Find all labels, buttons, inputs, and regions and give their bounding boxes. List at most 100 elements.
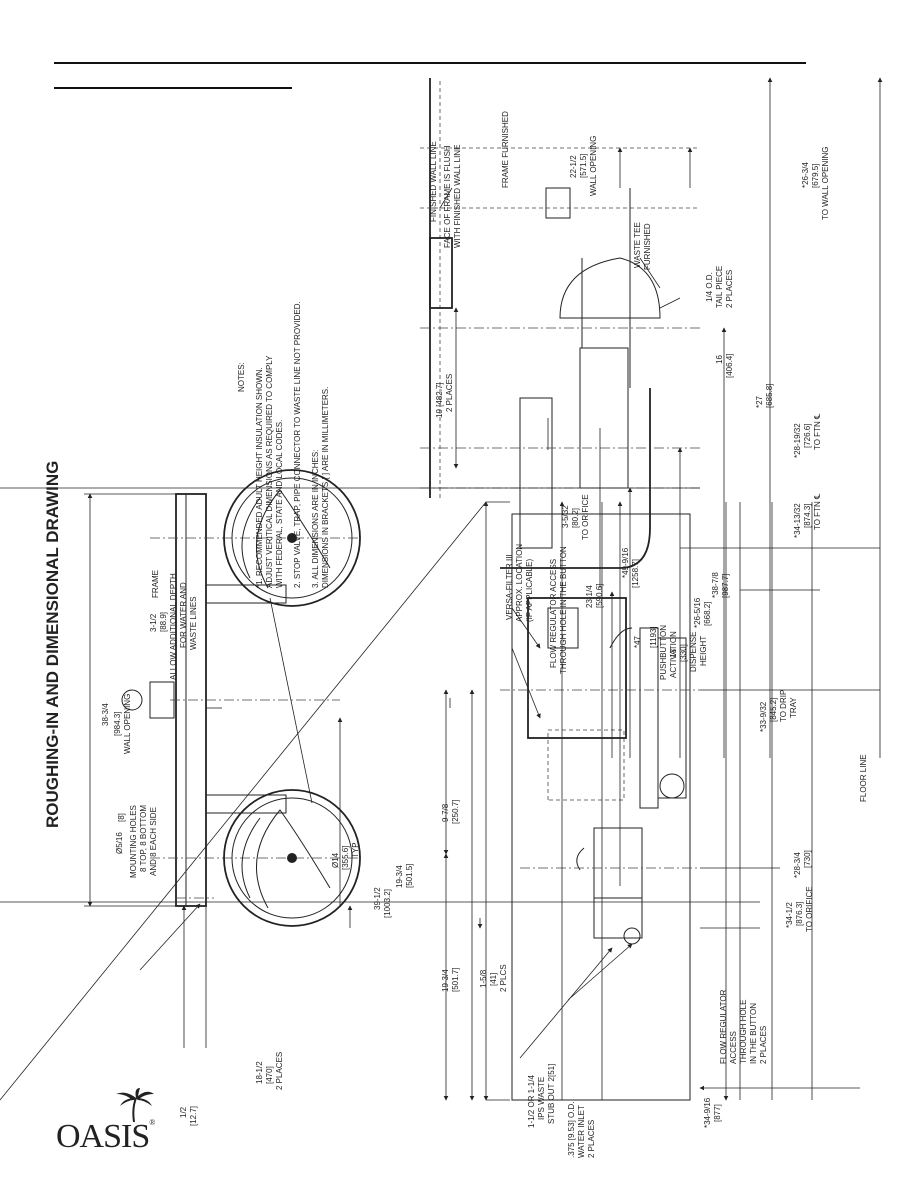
frame-furnished: FRAME FURNISHED bbox=[501, 111, 510, 188]
d19a-val: 19-3/4 bbox=[395, 865, 404, 888]
frame-label: FRAME bbox=[151, 570, 160, 598]
wall-opening-label: 38-3/4 bbox=[101, 703, 110, 726]
d26-val: *26-5/16 bbox=[693, 597, 702, 628]
waste-tee-1: WASTE TEE bbox=[633, 222, 642, 268]
d33-drip: TO DRIP bbox=[779, 690, 788, 722]
d33-val: *33-9/32 bbox=[759, 701, 768, 732]
d16-mm: [406.4] bbox=[725, 354, 734, 378]
frame-depth-mm: [88.9] bbox=[159, 612, 168, 632]
mounting-holes-2: 8 TOP, 8 BOTTOM bbox=[139, 805, 148, 872]
d16-val: 16 bbox=[715, 355, 724, 364]
inlet-2: WATER INLET bbox=[577, 1105, 586, 1158]
waste-1: 1-1/2 OR 1-1/4 bbox=[527, 1075, 536, 1128]
face-2: WITH FINISHED WALL LINE bbox=[453, 145, 462, 248]
d39-val: 39-1/2 bbox=[373, 887, 382, 910]
d49-mm: [1258.7] bbox=[631, 559, 640, 588]
frame-depth: 3-1/2 bbox=[149, 613, 158, 632]
eighteen-dim: 18-1/2 bbox=[255, 1061, 264, 1084]
d13-val: 13 bbox=[669, 649, 678, 658]
d27-val: *27 bbox=[755, 395, 764, 408]
note-line-1: *1. RECOMMENDED ADULT HEIGHT INSULATION … bbox=[255, 367, 264, 588]
d33-mm: [845.2] bbox=[769, 698, 778, 722]
note-line-4: 2. STOP VALVE, TRAP, PIPE CONNECTOR TO W… bbox=[293, 301, 302, 588]
frame-note-1: ALLOW ADDITIONAL DEPTH bbox=[169, 573, 178, 680]
waste-tee-2: FURNISHED bbox=[643, 223, 652, 270]
d23-mm: [590.6] bbox=[595, 584, 604, 608]
floor-line-label: FLOOR LINE bbox=[859, 754, 868, 802]
d9-val: 9-7/8 bbox=[441, 803, 450, 822]
d34916-mm: [877] bbox=[713, 1104, 722, 1122]
d158-val: 1-5/8 bbox=[479, 969, 488, 988]
d26-side-mm: [679.5] bbox=[811, 164, 820, 188]
mounting-holes-dia: Ø5/16 bbox=[115, 832, 124, 854]
frame-note-3: WASTE LINES bbox=[189, 597, 198, 651]
flow2-5: 2 PLACES bbox=[759, 1026, 768, 1064]
face-1: FACE OF FRAME IS FLUSH bbox=[443, 145, 452, 248]
d28-side-ftn: TO FTN ℄ bbox=[813, 413, 822, 450]
d38-val: *38-7/8 bbox=[711, 572, 720, 598]
frame-note-2: FOR WATER AND bbox=[179, 582, 188, 648]
mounting-holes-mm: [8] bbox=[117, 813, 126, 822]
d19b-val: 19-3/4 bbox=[441, 969, 450, 992]
header-rule-long bbox=[54, 62, 806, 64]
top-view bbox=[84, 469, 361, 1048]
finished-wall-line: FINISHED WALL LINE bbox=[429, 141, 438, 222]
bowl-dia-typ: TYP bbox=[351, 842, 360, 858]
tail-1: 1/4 O.D. bbox=[705, 272, 714, 302]
flow2-3: THROUGH HOLE bbox=[739, 1000, 748, 1064]
versa-1: VERSA-FILTER III bbox=[505, 554, 514, 620]
header-rule-short bbox=[54, 87, 292, 89]
d13-height: HEIGHT bbox=[699, 636, 708, 666]
mounting-holes-1: MOUNTING HOLES bbox=[129, 805, 138, 878]
note-line-3: WITH FEDERAL, STATE AND LOCAL CODES. bbox=[275, 420, 284, 588]
d33-tray: TRAY bbox=[789, 697, 798, 718]
d23-val: 23-1/4 bbox=[585, 585, 594, 608]
bowl-dia: Ø14 bbox=[331, 852, 340, 868]
oasis-logo: OASIS® bbox=[56, 1088, 166, 1158]
d158-mm: [41] bbox=[489, 973, 498, 986]
d39-mm: [1003.2] bbox=[383, 889, 392, 918]
waste-2: IPS WASTE bbox=[537, 1077, 546, 1120]
side-view bbox=[0, 77, 883, 758]
d19a-mm: [501.5] bbox=[405, 864, 414, 888]
d47-val: *47 bbox=[633, 635, 642, 648]
d3-val: 3-5/32 bbox=[561, 505, 570, 528]
tail-3: 2 PLACES bbox=[725, 270, 734, 308]
flow2-2: ACCESS bbox=[729, 1031, 738, 1064]
inlet-1: .375 [9.53] O.D. bbox=[567, 1102, 576, 1158]
d26-side-wall: TO WALL OPENING bbox=[821, 147, 830, 221]
d34-val: *34-1/2 bbox=[785, 902, 794, 928]
logo-text: OASIS® bbox=[56, 1118, 155, 1155]
page-title: ROUGHING-IN AND DIMENSIONAL DRAWING bbox=[43, 461, 62, 828]
inlet-3: 2 PLACES bbox=[587, 1120, 596, 1158]
d3-orifice: TO ORIFICE bbox=[581, 494, 590, 540]
d34916-val: *34-9/16 bbox=[703, 1097, 712, 1128]
d34-side-ftn: TO FTN ℄ bbox=[813, 493, 822, 530]
d34-orifice: TO ORIFICE bbox=[805, 886, 814, 932]
d28-mm: [730] bbox=[803, 850, 812, 868]
wall-opening-text: WALL OPENING bbox=[123, 694, 132, 754]
tail-2: TAIL PIECE bbox=[715, 266, 724, 308]
d47-push: PUSHBUTTON bbox=[659, 625, 668, 680]
eighteen-mm: [470] bbox=[265, 1066, 274, 1084]
d158-plcs: 2 PLCS bbox=[499, 964, 508, 992]
half-inch-mm: [12.7] bbox=[189, 1106, 198, 1126]
d19b-mm: [501.7] bbox=[451, 968, 460, 992]
bowl-dia-mm: [355.6] bbox=[341, 846, 350, 870]
d22-wall: WALL OPENING bbox=[589, 136, 598, 196]
notes-block: NOTES: *1. RECOMMENDED ADULT HEIGHT INSU… bbox=[237, 301, 330, 588]
flow2-4: IN THE BUTTON bbox=[749, 1003, 758, 1064]
wall-opening-mm: [984.3] bbox=[113, 712, 122, 736]
d49-val: *49-9/16 bbox=[621, 547, 630, 578]
d22-mm: [571.5] bbox=[579, 154, 588, 178]
d34-mm: [876.3] bbox=[795, 902, 804, 926]
d22-val: 22-1/2 bbox=[569, 155, 578, 178]
front-view bbox=[0, 501, 880, 1101]
d19-side-val: 19 [482.7] bbox=[435, 382, 444, 418]
note-line-2: ADJUST VERITICAL DIMENSIONS AS REQUIRED … bbox=[265, 355, 274, 588]
d13-dispense: DISPENSE bbox=[689, 632, 698, 672]
d9-mm: [250.7] bbox=[451, 800, 460, 824]
d34-side-mm: [874.3] bbox=[803, 504, 812, 528]
d27-mm: [685.8] bbox=[765, 384, 774, 408]
